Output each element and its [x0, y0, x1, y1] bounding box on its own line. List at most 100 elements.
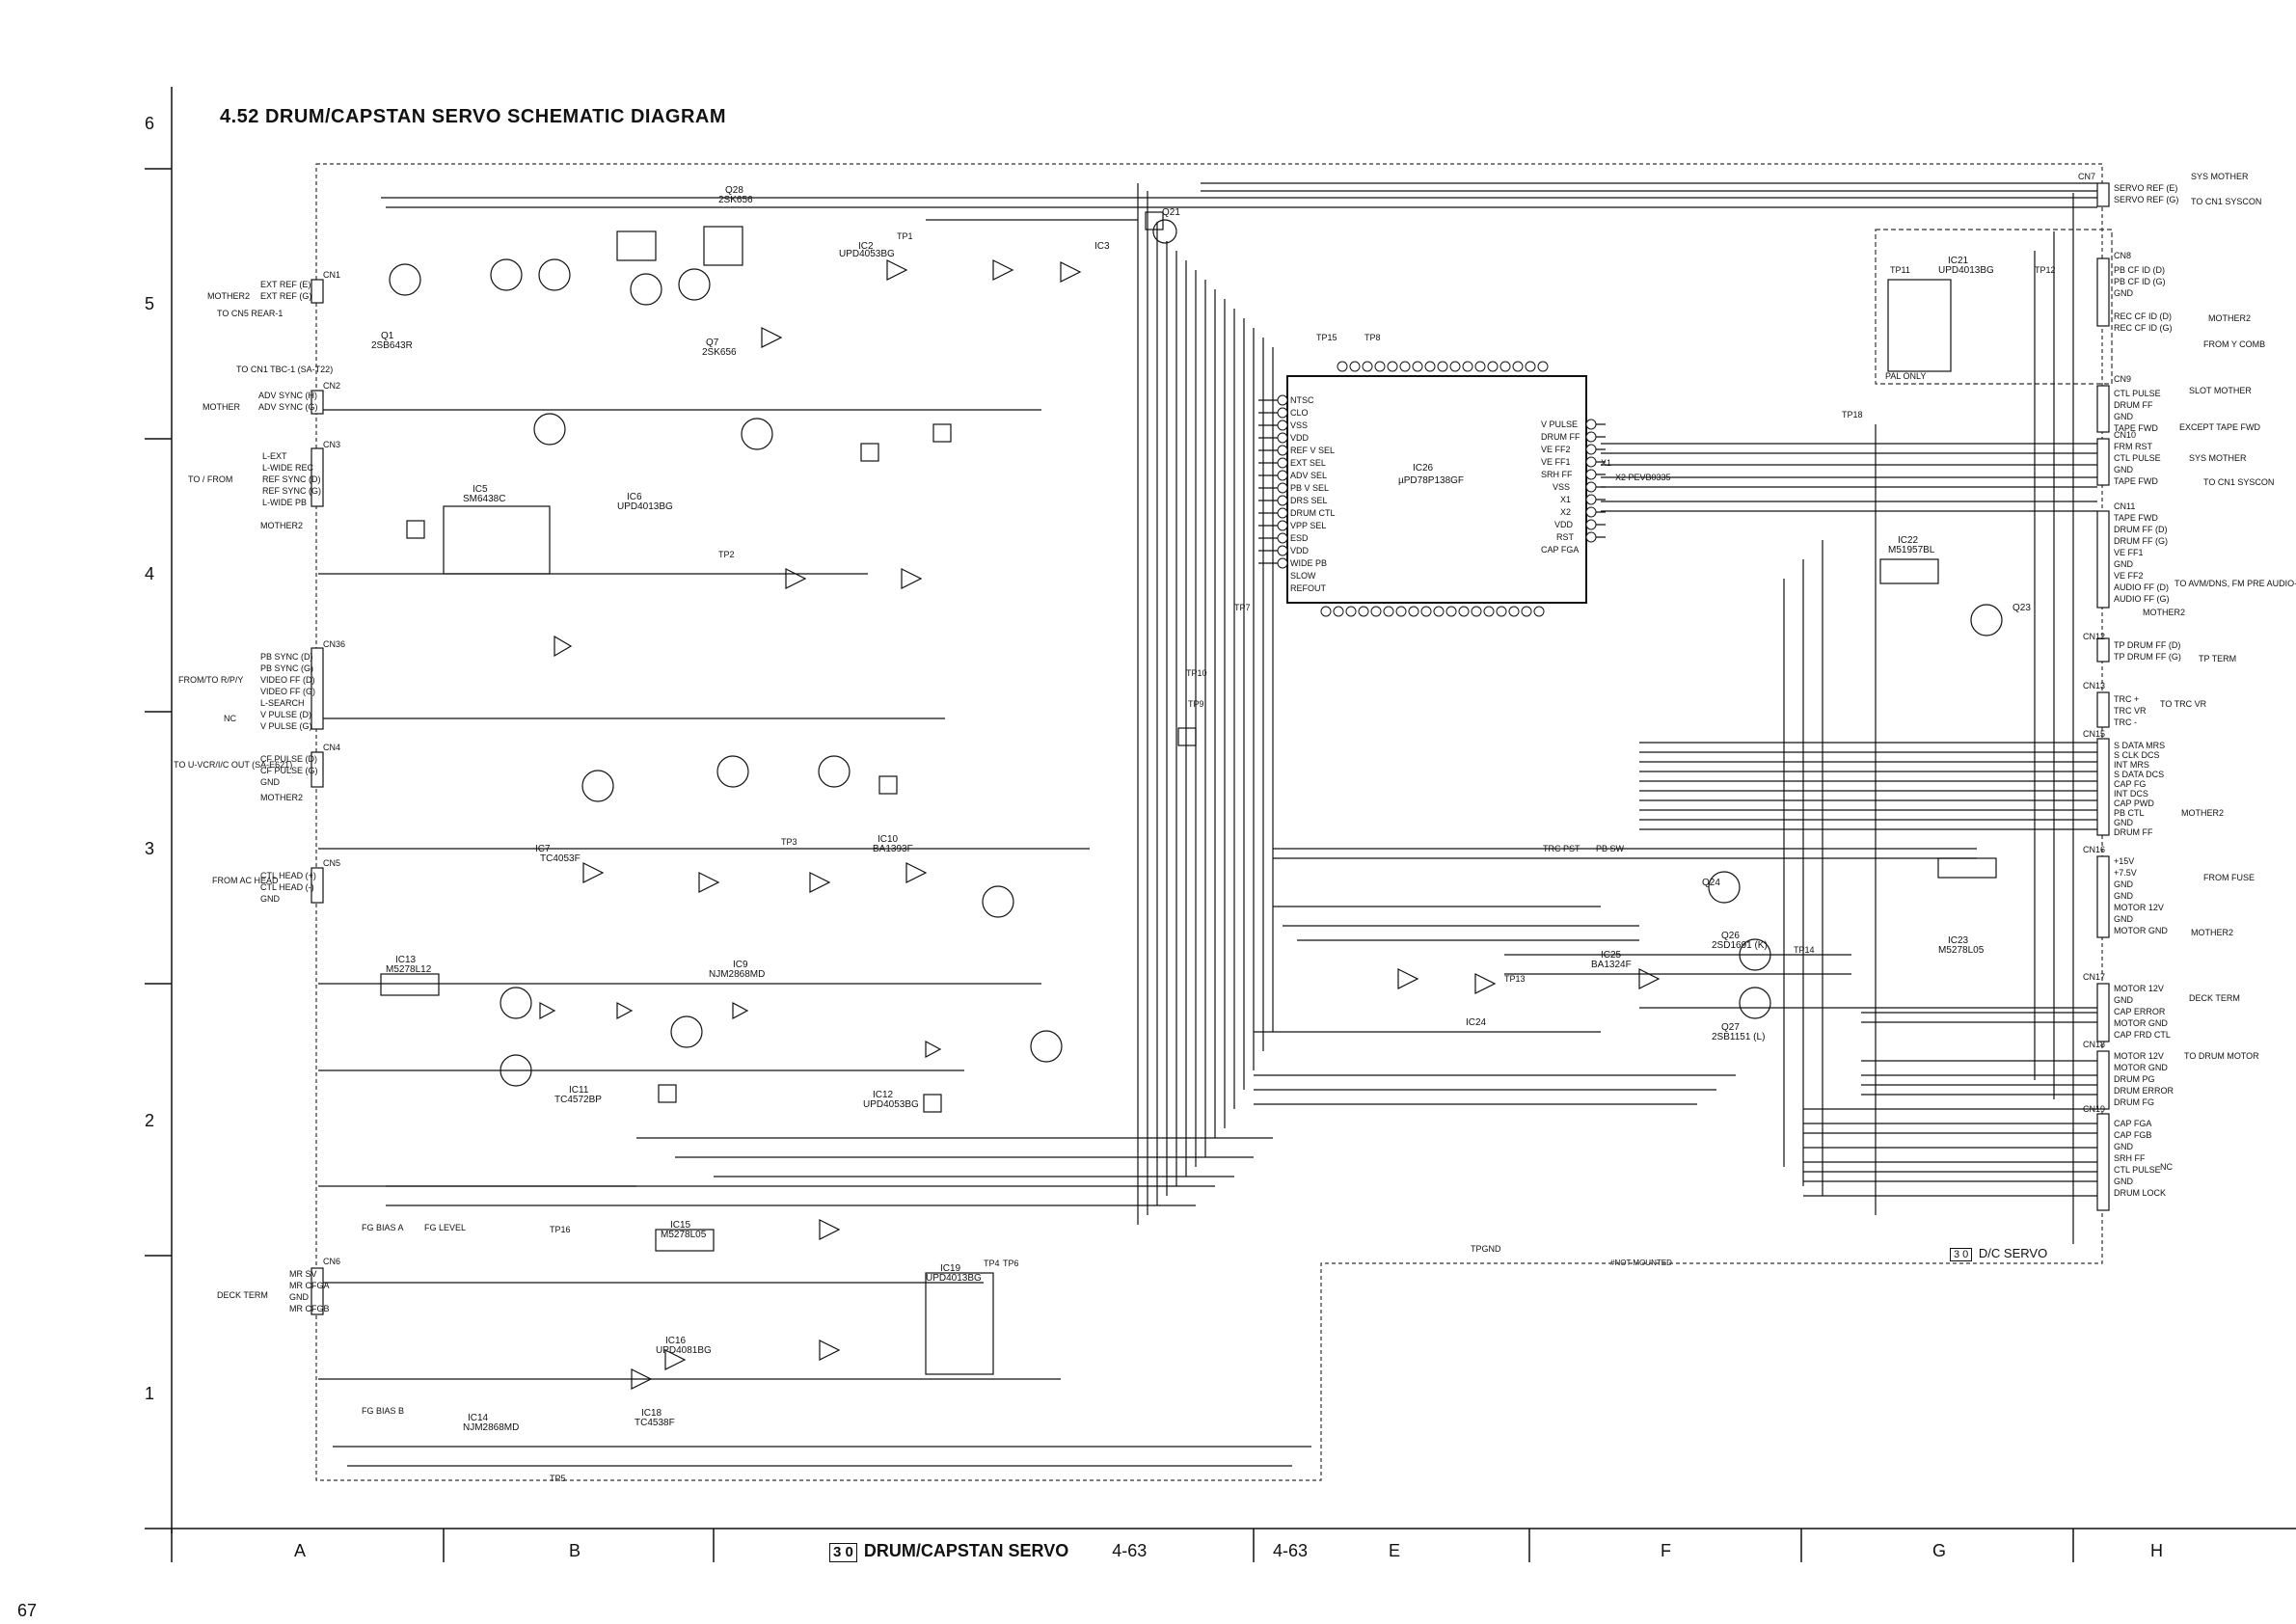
- fg-bias-a-label: FG BIAS A: [362, 1223, 404, 1232]
- connector-signal: GND: [2114, 465, 2133, 474]
- connector-dest: TO CN5 REAR-1: [217, 309, 284, 318]
- ic-ref-label: IC14: [468, 1413, 489, 1423]
- connector-signal: EXT REF (E): [260, 280, 311, 289]
- transistor-ref: Q21: [1162, 207, 1180, 218]
- connector-signal: TAPE FWD: [2114, 513, 2158, 523]
- ic26-pin-label: VDD: [1290, 546, 1310, 555]
- connector-dest: EXCEPT TAPE FWD: [2179, 422, 2261, 432]
- ic26-pin-label: DRUM CTL: [1290, 508, 1336, 518]
- connector-ref: CN11: [2114, 501, 2136, 511]
- ic-part-label: BA1393F: [873, 844, 913, 854]
- row-number-3: 3: [145, 839, 155, 858]
- right-connectors: [2096, 182, 2110, 1211]
- connector-note: SYS MOTHER: [2189, 453, 2247, 463]
- wiring: [318, 182, 2097, 1467]
- testpoint-label: TP6: [1003, 1259, 1019, 1268]
- connector-ref: CN36: [323, 639, 346, 649]
- ic26-pin-label: PB V SEL: [1290, 483, 1330, 493]
- ic-part-label: SM6438C: [463, 494, 506, 504]
- testpoint-label: TP8: [1364, 333, 1381, 342]
- ic26-top-pin-circles: [1277, 361, 1597, 617]
- connector-signal: +7.5V: [2114, 868, 2137, 878]
- ic26-pin-label: VSS: [1290, 420, 1309, 430]
- ic-ref-label: IC12: [873, 1090, 894, 1100]
- column-letter-g: G: [1932, 1541, 1947, 1560]
- connector-signal: VIDEO FF (D): [260, 675, 315, 685]
- ic26-pin-label: RST: [1556, 532, 1574, 542]
- connector-signal: GND: [260, 777, 280, 787]
- connector-ref: CN12: [2083, 632, 2106, 641]
- connector-note: MOTHER2: [207, 291, 251, 301]
- ic26-pin-label: SLOW: [1290, 571, 1316, 581]
- ic-ref-label: IC16: [665, 1336, 687, 1346]
- ic-ref-label: IC18: [641, 1408, 662, 1419]
- trc-pst-label: TRC PST: [1543, 844, 1580, 853]
- connector-dest: DECK TERM: [217, 1290, 268, 1300]
- component-shapes: [380, 211, 2003, 1390]
- connector-dest: DECK TERM: [2189, 993, 2240, 1003]
- connector-ref: CN6: [323, 1257, 341, 1266]
- transistor-part: 2SB1151 (L): [1712, 1032, 1766, 1042]
- page-number: 67: [17, 1601, 38, 1620]
- testpoint-label: TP4: [984, 1259, 1000, 1268]
- connector-signal: INT DCS: [2114, 789, 2148, 798]
- connector-signal: ADV SYNC (G): [258, 402, 318, 412]
- ic26-pin-label: REF V SEL: [1290, 446, 1336, 455]
- connector-signal: GND: [2114, 880, 2133, 889]
- crystal-label: X2 PEVB0335: [1615, 473, 1671, 482]
- row-number-6: 6: [145, 114, 155, 133]
- connector-signal: GND: [2114, 559, 2133, 569]
- section-tag-code: 3 0: [1950, 1248, 1973, 1261]
- connector-signal: GND: [2114, 914, 2133, 924]
- fg-bias-b-label: FG BIAS B: [362, 1406, 405, 1416]
- connector-signal: CF PULSE (G): [260, 766, 318, 775]
- connector-signal: CAP PWD: [2114, 798, 2154, 808]
- connector-signal: CAP FGA: [2114, 1119, 2152, 1128]
- ic-ref-label: IC2: [858, 241, 874, 252]
- page-title: 4.52 DRUM/CAPSTAN SERVO SCHEMATIC DIAGRA…: [220, 106, 726, 127]
- transistor-part: 2SK656: [702, 347, 737, 358]
- ic-part-label: UPD4013BG: [926, 1273, 982, 1284]
- connector-signal: DRUM PG: [2114, 1074, 2155, 1084]
- ic-part-label: M5278L05: [661, 1230, 707, 1240]
- connector-signal: SERVO REF (E): [2114, 183, 2178, 193]
- connector-ref: CN8: [2114, 251, 2132, 260]
- testpoint-label: TP14: [1794, 945, 1815, 955]
- connector-dest: TO CN1 SYSCON: [2203, 477, 2275, 487]
- connector-ref: CN17: [2083, 972, 2106, 982]
- connector-signal: DRUM FF (D): [2114, 525, 2168, 534]
- connector-signal: DRUM FG: [2114, 1097, 2154, 1107]
- connector-signal: GND: [2114, 288, 2133, 298]
- ic-ref-label: IC25: [1601, 950, 1622, 961]
- ic26-pin-label: ESD: [1290, 533, 1309, 543]
- row-number-1: 1: [145, 1384, 155, 1403]
- ic26-pin-label: VPP SEL: [1290, 521, 1327, 530]
- connector-ref: CN13: [2083, 681, 2106, 690]
- connector-signal: CF PULSE (D): [260, 754, 318, 764]
- connector-note: MOTHER2: [2143, 608, 2186, 617]
- connector-signal: MR SV: [289, 1269, 317, 1279]
- connector-dest: TO AVM/DNS, FM PRE AUDIO-3: [2174, 579, 2296, 588]
- ic-part-label: BA1324F: [1591, 960, 1632, 970]
- row-number-5: 5: [145, 294, 155, 313]
- page-ref-2: 4-63: [1273, 1541, 1309, 1560]
- connector-ref: CN9: [2114, 374, 2132, 384]
- connector-signal: AUDIO FF (G): [2114, 594, 2170, 604]
- board-name: DRUM/CAPSTAN SERVO: [863, 1541, 1069, 1560]
- connector-signal: MOTOR 12V: [2114, 903, 2164, 912]
- transistor-ref: Q23: [2012, 603, 2031, 613]
- left-connectors: [311, 279, 324, 1315]
- section-tag-label: D/C SERVO: [1978, 1246, 2048, 1260]
- row-number-2: 2: [145, 1111, 155, 1130]
- transistor-ref: Q26: [1721, 931, 1740, 941]
- connector-ref: CN3: [323, 440, 341, 449]
- transistor-part: 2SB643R: [371, 340, 413, 351]
- testpoint-label: TP15: [1316, 333, 1337, 342]
- ic-ref-label: IC3: [1094, 241, 1110, 252]
- ic-ref-label: IC13: [395, 955, 417, 965]
- connector-signal: PB CF ID (G): [2114, 277, 2166, 286]
- connector-signal: PB SYNC (G): [260, 663, 314, 673]
- connector-ref: CN4: [323, 743, 341, 752]
- connector-ref: CN5: [323, 858, 341, 868]
- connector-signal: REF SYNC (D): [262, 474, 321, 484]
